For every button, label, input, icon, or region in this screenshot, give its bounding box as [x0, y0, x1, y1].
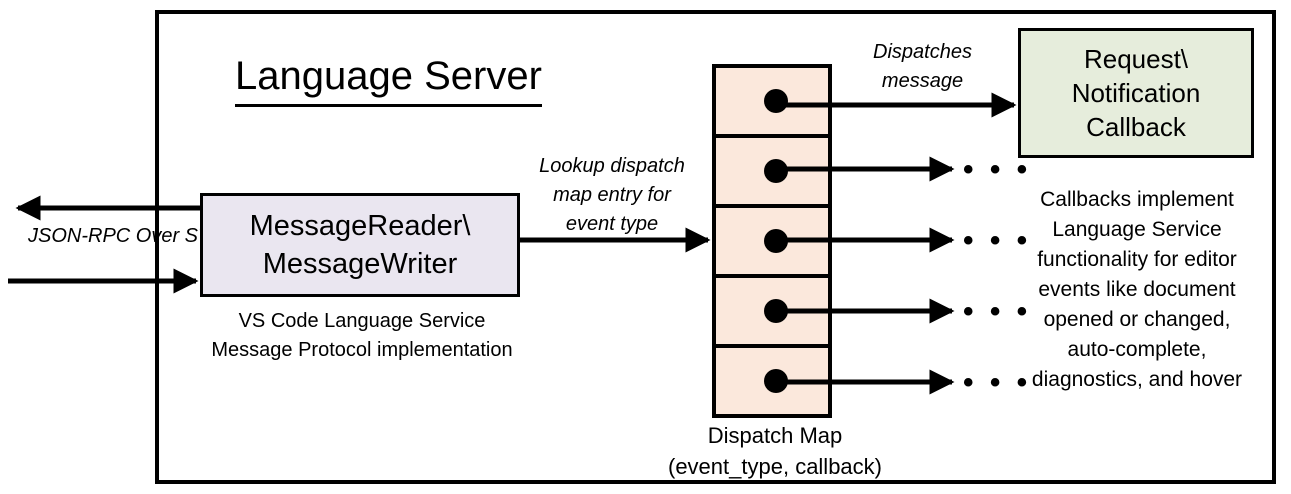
dispatch-map-row[interactable] [716, 68, 828, 138]
dispatches-message-label: Dispatches message [873, 41, 972, 92]
ellipsis-row-5: • • • [963, 366, 1032, 399]
request-notification-callback-box[interactable]: Request\ Notification Callback [1018, 28, 1254, 158]
lookup-dispatch-label: Lookup dispatch map entry for event type [539, 155, 685, 235]
dispatch-map-row[interactable] [716, 278, 828, 348]
message-reader-writer-caption: VS Code Language Service Message Protoco… [211, 310, 513, 361]
dot-icon [764, 369, 788, 393]
ellipsis-row-2: • • • [963, 153, 1032, 186]
json-rpc-label: JSON-RPC Over STDIO [28, 225, 246, 247]
language-server-container [155, 10, 1276, 484]
dot-icon [764, 159, 788, 183]
message-reader-writer-label: MessageReader\ MessageWriter [249, 210, 471, 280]
dot-icon [764, 89, 788, 113]
ellipsis-row-4: • • • [963, 295, 1032, 328]
page-title: Language Server [235, 50, 542, 107]
dispatch-map-row[interactable] [716, 348, 828, 414]
request-notification-callback-label: Request\ Notification Callback [1071, 44, 1201, 142]
ellipsis-row-3: • • • [963, 224, 1032, 257]
dispatch-map-caption: Dispatch Map (event_type, callback) [668, 423, 882, 479]
callback-description: Callbacks implement Language Service fun… [1031, 188, 1243, 391]
dot-icon [764, 299, 788, 323]
dot-icon [764, 229, 788, 253]
message-reader-writer-box[interactable]: MessageReader\ MessageWriter [200, 193, 520, 297]
dispatch-map-table[interactable] [712, 64, 832, 418]
dispatch-map-row[interactable] [716, 208, 828, 278]
dispatch-map-row[interactable] [716, 138, 828, 208]
